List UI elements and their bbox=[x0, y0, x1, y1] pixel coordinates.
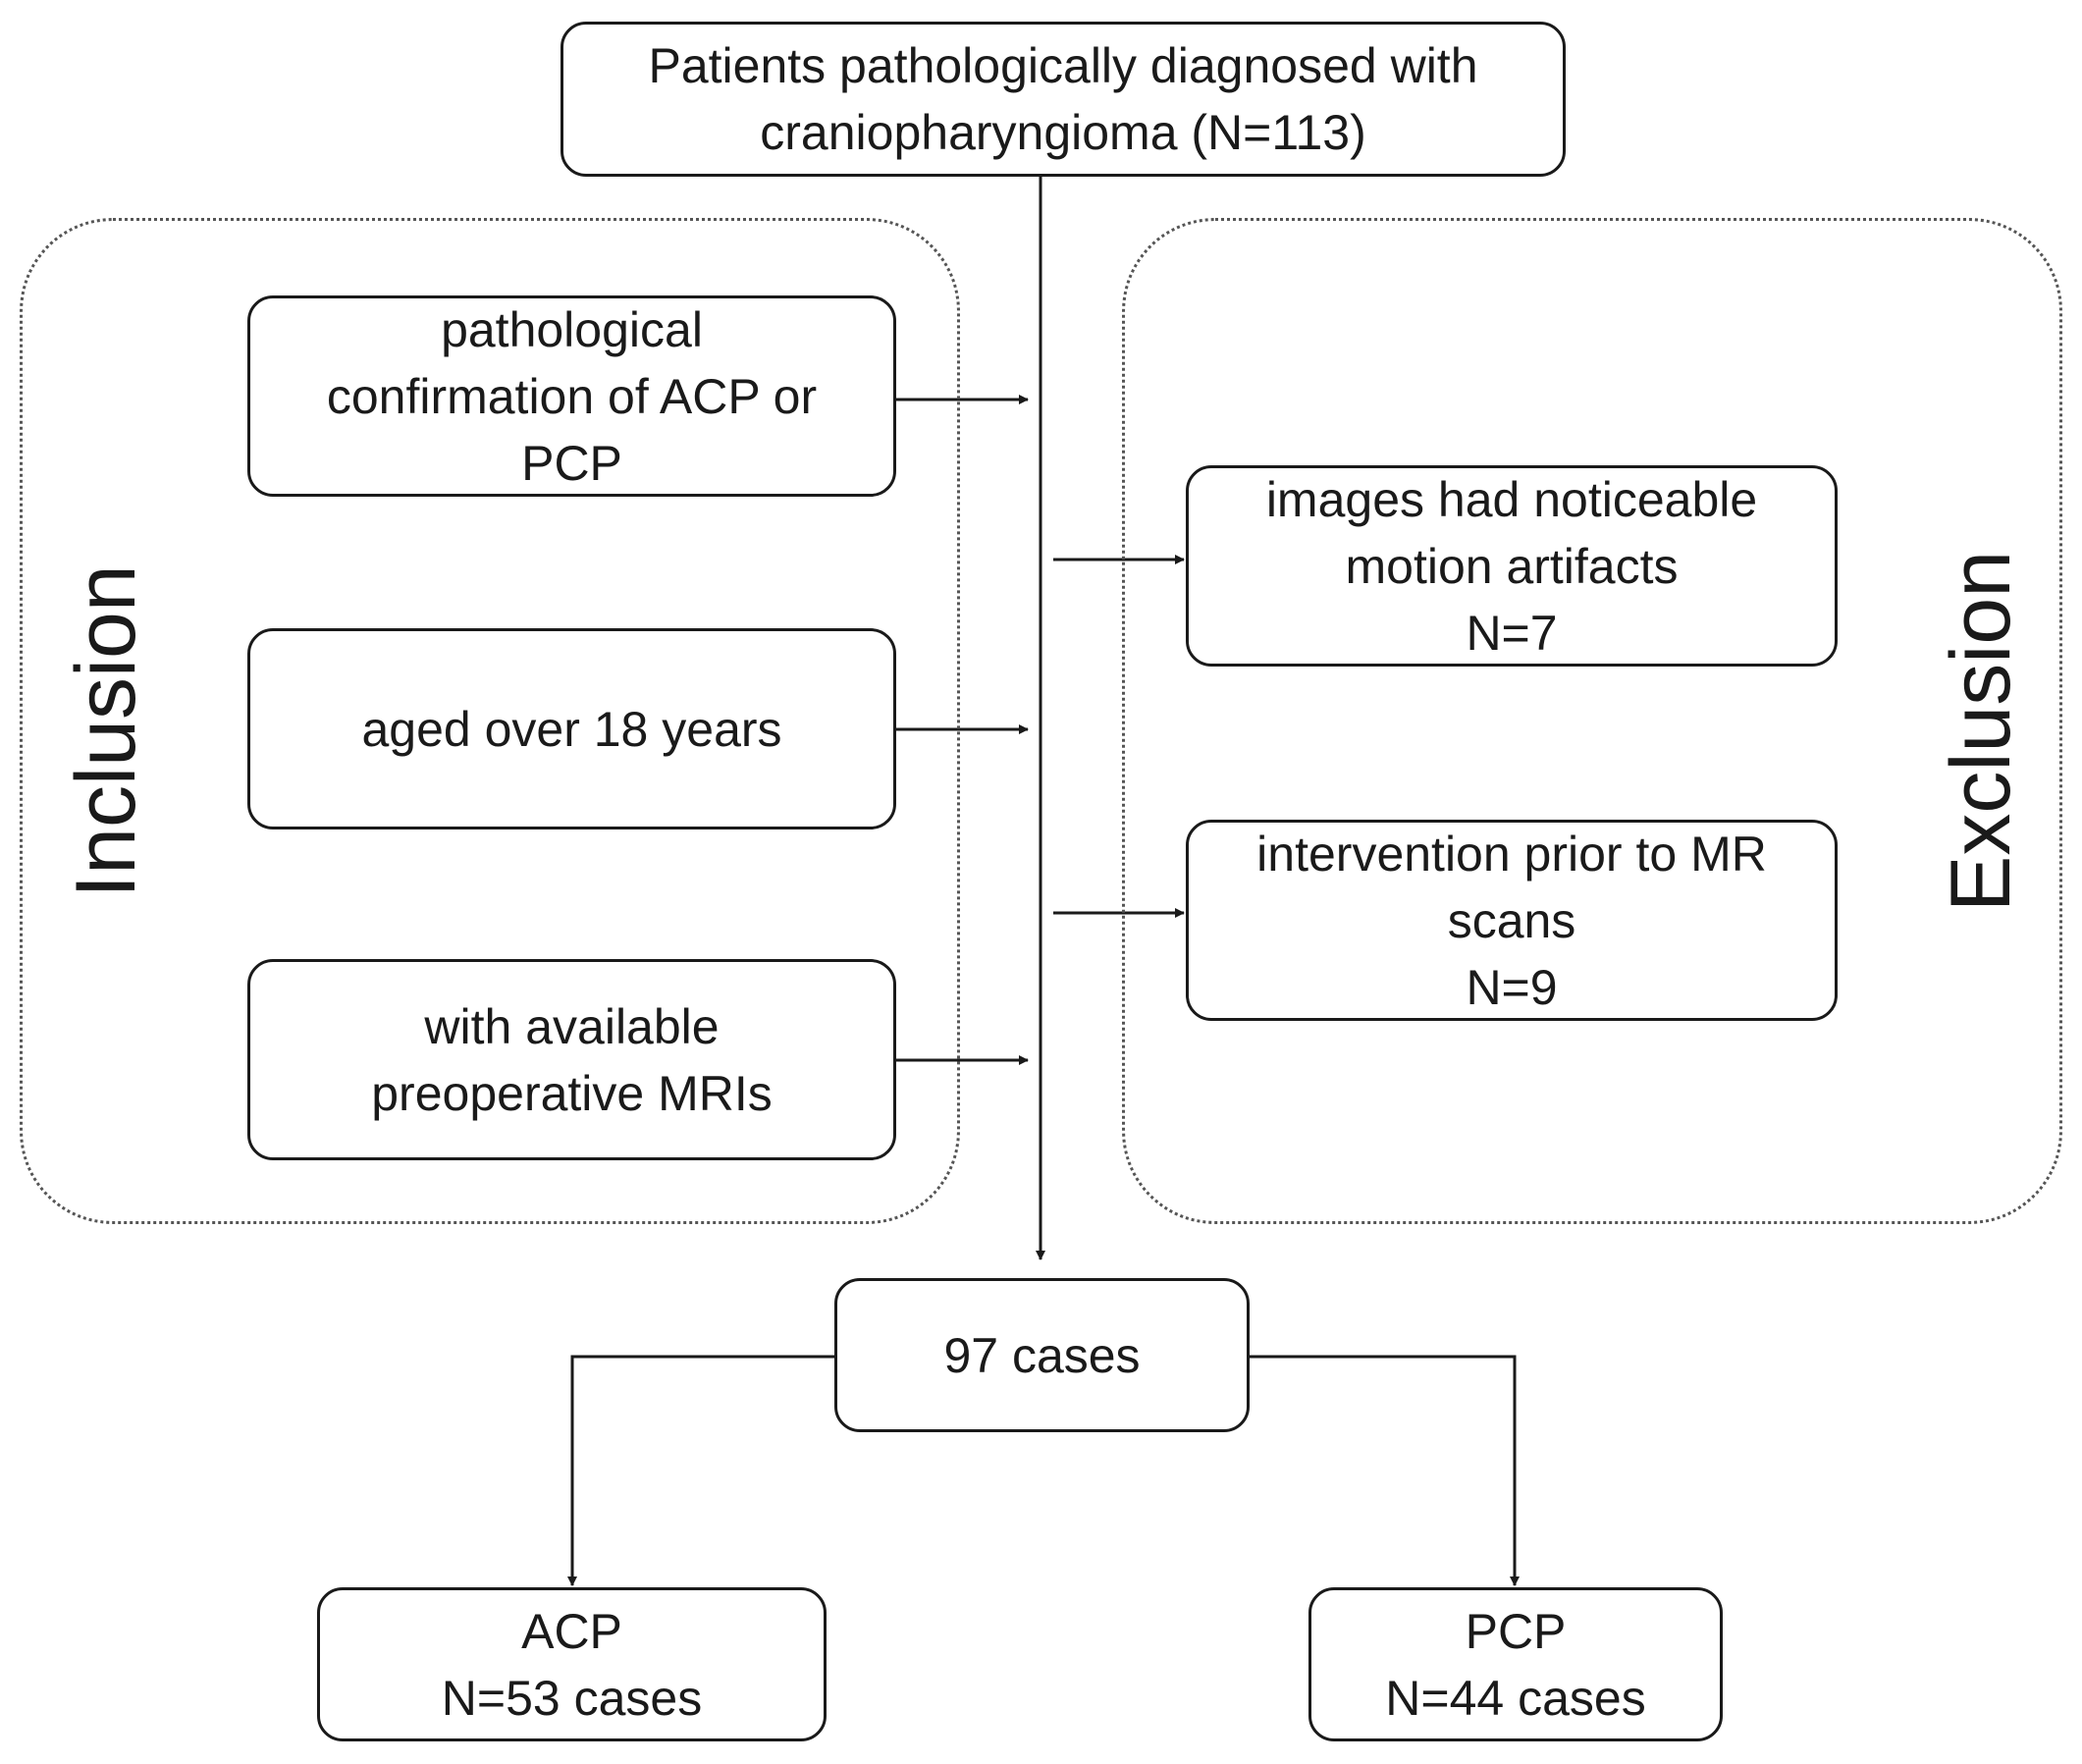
inclusion-label: Inclusion bbox=[59, 564, 153, 898]
criterion-line: images had noticeable bbox=[1265, 471, 1758, 527]
exclusion-label: Exclusion bbox=[1934, 550, 2028, 913]
outcome-acp-box: ACP N=53 cases bbox=[317, 1587, 827, 1741]
outcome-line: N=44 cases bbox=[1385, 1670, 1646, 1726]
top-box-line: Patients pathologically diagnosed with bbox=[648, 38, 1478, 93]
criterion-line: intervention prior to MR bbox=[1256, 826, 1767, 882]
result-cases-box: 97 cases bbox=[834, 1278, 1250, 1432]
exclusion-criterion-intervention: intervention prior to MR scans N=9 bbox=[1186, 820, 1838, 1021]
criterion-line: with available bbox=[424, 998, 720, 1054]
outcome-pcp-box: PCP N=44 cases bbox=[1308, 1587, 1723, 1741]
inclusion-criterion-pathological: pathological confirmation of ACP or PCP bbox=[247, 295, 896, 497]
split-arrow-pcp bbox=[1250, 1355, 1520, 1586]
criterion-line: aged over 18 years bbox=[361, 701, 782, 757]
criterion-line: scans bbox=[1447, 892, 1576, 948]
outcome-line: N=53 cases bbox=[441, 1670, 703, 1726]
outcome-line: ACP bbox=[521, 1603, 622, 1659]
criterion-line: motion artifacts bbox=[1345, 538, 1679, 594]
top-box-line: craniopharyngioma (N=113) bbox=[760, 105, 1366, 160]
patients-diagnosed-box: Patients pathologically diagnosed with c… bbox=[561, 22, 1566, 177]
exclusion-criterion-motion: images had noticeable motion artifacts N… bbox=[1186, 465, 1838, 667]
result-line: 97 cases bbox=[943, 1327, 1141, 1383]
criterion-line: N=9 bbox=[1466, 959, 1558, 1015]
criterion-line: PCP bbox=[521, 435, 622, 491]
inclusion-criterion-mri: with available preoperative MRIs bbox=[247, 959, 896, 1160]
inclusion-group bbox=[20, 218, 960, 1224]
criterion-line: confirmation of ACP or bbox=[326, 368, 818, 424]
outcome-line: PCP bbox=[1465, 1603, 1567, 1659]
exclusion-group bbox=[1122, 218, 2062, 1224]
criterion-line: N=7 bbox=[1466, 605, 1558, 661]
criterion-line: preoperative MRIs bbox=[371, 1065, 773, 1121]
inclusion-criterion-age: aged over 18 years bbox=[247, 628, 896, 829]
split-arrow-acp bbox=[567, 1355, 834, 1586]
criterion-line: pathological bbox=[441, 301, 703, 357]
